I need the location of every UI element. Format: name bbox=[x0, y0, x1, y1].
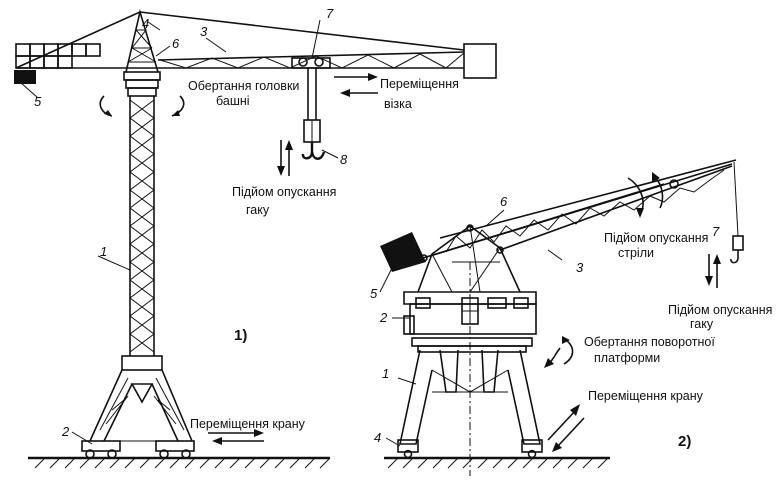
label-1-portal: 1 bbox=[382, 366, 389, 381]
portal-base-1 bbox=[89, 355, 193, 442]
hook-label-2a: Підйом опускання bbox=[668, 303, 772, 317]
hook-arrows-1 bbox=[277, 140, 293, 176]
boom-2 bbox=[409, 159, 737, 263]
crane-move-label-1: Переміщення крану bbox=[190, 417, 306, 431]
label-3-jib: 3 bbox=[200, 24, 208, 39]
tower-mast bbox=[129, 96, 155, 356]
platform-rotation-arrows-2 bbox=[544, 336, 574, 368]
trolley-1 bbox=[291, 57, 331, 120]
crane-move-arrows-2 bbox=[547, 404, 585, 452]
wheel-bogie-2a bbox=[397, 439, 419, 453]
trolley-label-2: візка bbox=[384, 97, 412, 111]
hook-label-2b: гаку bbox=[690, 317, 714, 331]
wheel-bogie-2b bbox=[521, 439, 543, 453]
slewing-ring-1 bbox=[123, 71, 161, 97]
wheel-bogies-1 bbox=[81, 440, 195, 459]
figure2-caption: 2) bbox=[678, 433, 691, 450]
tower-crane bbox=[14, 8, 497, 469]
label-6-frame: 6 bbox=[500, 194, 508, 209]
rotation-label-2: башні bbox=[216, 94, 250, 108]
trolley-arrows-1 bbox=[334, 73, 378, 97]
ground-hatch-2 bbox=[387, 457, 609, 469]
ground-hatch-1 bbox=[34, 457, 331, 469]
slewing-platform-2 bbox=[411, 337, 533, 353]
portal-legs-2 bbox=[397, 349, 543, 459]
crane-move-arrows-1 bbox=[208, 429, 264, 445]
label-4-head: 4 bbox=[142, 16, 149, 31]
leader-lines-1 bbox=[19, 19, 339, 445]
leader-lines-2 bbox=[379, 209, 563, 447]
boom-label-2: стріли bbox=[618, 246, 654, 260]
hook-2 bbox=[730, 161, 744, 264]
crane-move-label-2: Переміщення крану bbox=[588, 389, 704, 403]
figure2-text: 1 2 3 4 5 6 7 Підйом опускання стріли Пі… bbox=[370, 194, 772, 450]
label-2-bogie: 2 bbox=[61, 424, 70, 439]
hook-1 bbox=[301, 119, 326, 160]
platform-label-2: платформи bbox=[594, 351, 660, 365]
trolley-label-1: Переміщення bbox=[380, 77, 459, 91]
label-8-hook: 8 bbox=[340, 152, 348, 167]
label-7-hook: 7 bbox=[712, 224, 720, 239]
rotation-label-1: Обертання головки bbox=[188, 79, 299, 93]
label-2-house: 2 bbox=[379, 310, 388, 325]
rotation-arrows-1 bbox=[99, 95, 185, 117]
machine-house-2 bbox=[403, 291, 537, 335]
label-6-pivot: 6 bbox=[172, 36, 180, 51]
platform-label-1: Обертання поворотної bbox=[584, 335, 715, 349]
portal-crane bbox=[379, 159, 744, 476]
hook-label-2: гаку bbox=[246, 203, 270, 217]
label-4-bogie: 4 bbox=[374, 430, 381, 445]
counterweight-2 bbox=[380, 232, 426, 272]
figure1-caption: 1) bbox=[234, 327, 247, 344]
label-7-trolley: 7 bbox=[326, 6, 334, 21]
boom-arrows-2 bbox=[627, 172, 664, 218]
label-3-boom: 3 bbox=[576, 260, 584, 275]
figure1-text: 1 2 3 4 5 6 7 8 Обертання головки башні … bbox=[34, 6, 459, 439]
jib-1 bbox=[15, 11, 497, 79]
a-frame-2 bbox=[417, 225, 521, 293]
boom-label-1: Підйом опускання bbox=[604, 231, 708, 245]
counterweight-1 bbox=[14, 43, 101, 84]
label-1-mast: 1 bbox=[100, 244, 107, 259]
hook-arrows-2 bbox=[705, 254, 721, 288]
hook-label-1: Підйом опускання bbox=[232, 185, 336, 199]
ballast-block-1 bbox=[14, 70, 36, 84]
boom-tie-2 bbox=[409, 183, 665, 263]
label-5-counterweight: 5 bbox=[370, 286, 378, 301]
label-5-ballast: 5 bbox=[34, 94, 42, 109]
